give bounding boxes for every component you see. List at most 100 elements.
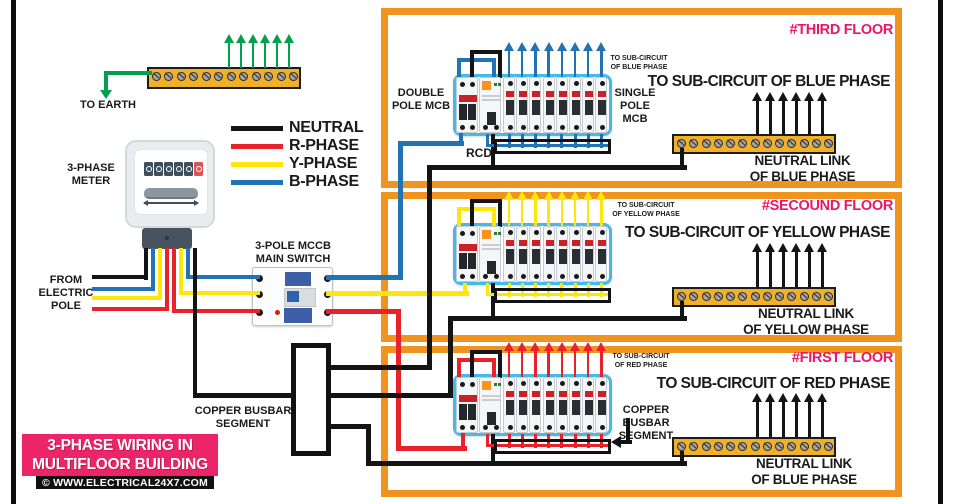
busbar-screw [701, 138, 711, 148]
legend-label: NEUTRAL [289, 119, 364, 136]
terminal-dot [470, 231, 475, 236]
terminal-dot [470, 125, 475, 130]
busbar-screw [762, 291, 772, 301]
arrow-shaft [507, 198, 511, 231]
terminal-dot [460, 382, 465, 387]
mcb-brand-strip [558, 240, 567, 246]
terminal-dot [586, 425, 592, 430]
arrow-up-icon [596, 342, 607, 351]
wire-segment [448, 316, 453, 398]
second-floor-title: #SECOUND FLOOR [761, 198, 893, 214]
copper-busbar-pointer-arrow [620, 440, 632, 444]
arrow-shaft [600, 198, 603, 231]
jumper-loop [457, 358, 496, 362]
wire-segment [172, 248, 176, 313]
mcb-toggle [585, 400, 594, 415]
busbar-screw [775, 291, 784, 301]
arrow-up-icon [517, 191, 528, 200]
rcd-terminal [494, 383, 497, 386]
wire-segment [151, 248, 155, 291]
earth-wire [104, 71, 108, 92]
arrow-up-icon [248, 34, 258, 43]
wire-segment [491, 434, 495, 464]
legend-row-neutral: NEUTRAL [231, 119, 364, 137]
busbar-screw [239, 71, 249, 81]
arrow-up-icon [778, 393, 788, 402]
arrow-up-icon [517, 342, 528, 351]
double-pole-mcb-device [456, 77, 478, 133]
terminal-dot [573, 81, 579, 86]
busbar-screw [811, 441, 821, 451]
mcb-brand-strip [572, 240, 580, 246]
mcb-toggle [459, 104, 467, 120]
terminal-dot [520, 381, 526, 386]
mcb-brand-strip [459, 395, 477, 402]
mcb-toggle [572, 249, 580, 264]
arrow-shaft [547, 349, 550, 382]
mcb-toggle [545, 100, 554, 115]
copper-busbar-label: COPPER BUSBAR SEGMENT [194, 405, 292, 430]
busbar-screw [264, 71, 274, 81]
busbar-screw [701, 291, 711, 301]
arrow-up-icon [272, 34, 282, 43]
arrow-up-icon [791, 92, 801, 101]
double-pole-mcb-device [456, 377, 478, 433]
arrow-up-icon [804, 243, 814, 252]
terminal-dot [520, 125, 526, 130]
mcb-toggle [558, 249, 567, 264]
arrow-up-icon [765, 92, 775, 101]
arrow-up-icon [752, 393, 762, 402]
wire-segment [398, 141, 464, 146]
first-floor-neutral-link-busbar [672, 437, 836, 457]
wire-segment [331, 365, 432, 370]
terminal-dot [599, 274, 605, 279]
arrow-shaft [275, 41, 279, 68]
third-floor-neutral-link-busbar [672, 134, 836, 154]
third-floor-subcircuit-small-label: TO SUB-CIRCUIT OF BLUE PHASE [610, 55, 668, 72]
mcb-brand-strip [532, 240, 541, 246]
rcd-device [479, 226, 501, 282]
busbar-screw [713, 138, 723, 148]
mcb-toggle [532, 100, 541, 115]
terminal-dot [599, 425, 605, 430]
terminal-dot [586, 81, 592, 86]
terminal-dot [507, 125, 513, 130]
wire-segment [326, 275, 403, 280]
arrow-up-icon [765, 243, 775, 252]
single-pole-mcb-device [516, 77, 529, 133]
jumper-loop [470, 350, 502, 354]
single-pole-mcb-device [516, 226, 529, 282]
arrow-up-icon [284, 34, 294, 43]
rcd-terminal [498, 83, 501, 86]
arrow-up-icon [583, 342, 594, 351]
busbar-screw [201, 71, 211, 81]
arrow-shaft [507, 49, 511, 82]
mcb-brand-strip [545, 240, 554, 246]
mcb-brand-strip [585, 91, 594, 97]
terminal-dot [573, 230, 579, 235]
terminal-dot [483, 125, 488, 130]
arrow-up-icon [504, 191, 514, 200]
wire-segment [491, 283, 495, 319]
rcd-toggle [487, 112, 496, 125]
terminal-dot [547, 81, 553, 86]
mcb-brand-strip [506, 391, 514, 397]
mcb-toggle [519, 100, 528, 115]
earth-busbar [147, 67, 301, 89]
terminal-dot [470, 82, 475, 87]
terminal-dot [460, 125, 465, 130]
busbar-screw [726, 441, 735, 451]
terminal-dot [547, 274, 553, 279]
mcb-toggle [459, 253, 467, 269]
terminal-dot [483, 274, 488, 279]
terminal-dot [573, 274, 579, 279]
wire-segment [179, 291, 260, 295]
busbar-loop-wire [486, 144, 608, 147]
banner-title: 3-PHASE WIRING IN MULTIFLOOR BUILDING [32, 436, 208, 473]
single-pole-mcb-device [582, 377, 595, 433]
arrow-shaft [560, 49, 564, 82]
rcd-test-button [482, 230, 491, 239]
busbar-loop-wire [486, 434, 489, 444]
terminal-dot [460, 231, 465, 236]
legend-row-r-phase: R-PHASE [231, 137, 363, 155]
